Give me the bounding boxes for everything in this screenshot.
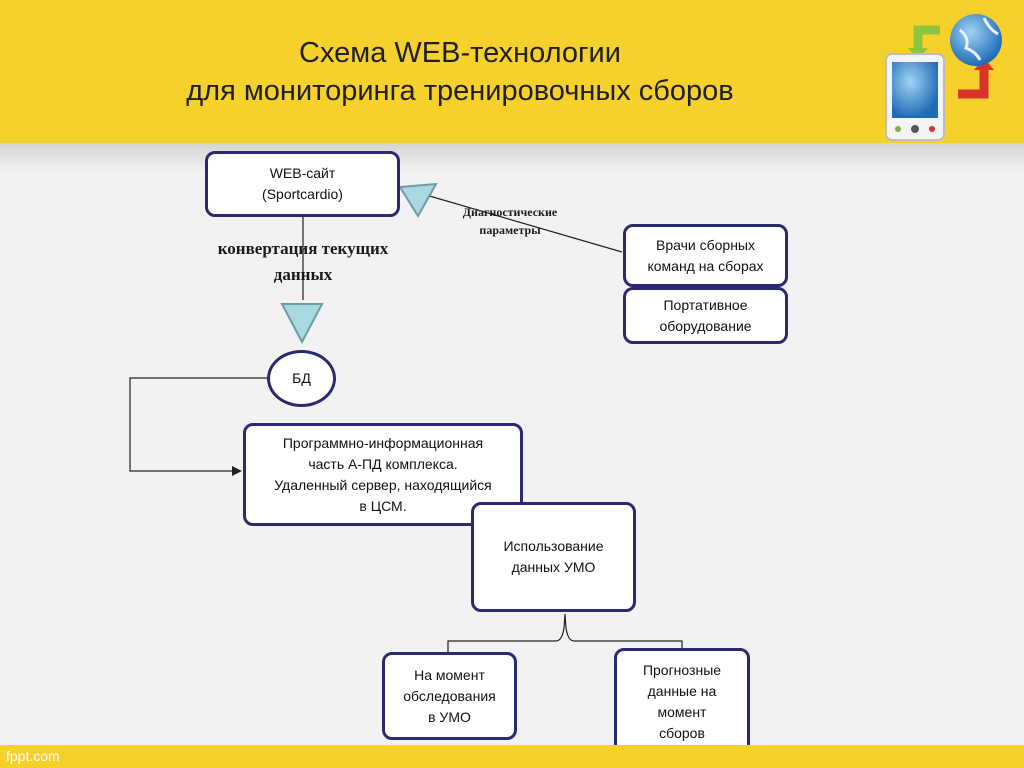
usage-line-2: данных УМО [511,559,596,575]
globe-device-icon [885,14,1002,141]
footer-brand: fppt.com [6,748,60,764]
down-arrow [280,303,324,345]
server-line-3: Удаленный сервер, находящийся [274,476,492,493]
header-shadow [0,143,1024,173]
diag-line-2: параметры [479,223,541,237]
at-moment-box: На момент обследования в УМО [382,652,517,740]
conversion-line-1: конвертация текущих [217,239,389,258]
forecast-line-1: Прогнозные [642,661,722,678]
title-line-2: для мониторинга тренировочных сборов [186,75,734,107]
bracket-connector [447,613,683,652]
server-line-4: в ЦСМ. [359,497,407,514]
server-line-2: часть А-ПД комплекса. [308,455,458,472]
doctors-line-2: команд на сборах [647,257,764,274]
at-moment-line-2: обследования [403,687,496,704]
forecast-line-3: момент [657,703,707,720]
footer-band [0,745,1024,768]
forecast-box: Прогнозные данные на момент сборов [614,648,750,755]
server-box: Программно-информационная часть А-ПД ком… [243,423,523,526]
diagnostic-params-label: Диагностические параметры [440,203,580,239]
portable-line-1: Портативное [663,296,748,313]
header-band [0,0,1024,143]
forecast-line-4: сборов [659,724,705,741]
diag-line-1: Диагностические [462,205,558,219]
web-site-line-1: WEB-сайт [269,165,336,181]
doctors-line-1: Врачи сборных [656,236,755,253]
web-site-line-2: (Sportcardio) [262,186,343,202]
server-arrow-head [232,466,242,476]
at-moment-line-3: в УМО [428,708,471,725]
conversion-line-2: данных [273,265,333,284]
server-line-1: Программно-информационная [282,434,484,451]
forecast-line-2: данные на [647,682,717,699]
portable-equipment-box: Портативное оборудование [623,287,788,344]
web-site-box: WEB-сайт (Sportcardio) [205,151,400,217]
at-moment-line-1: На момент [414,666,485,683]
slide-title: Схема WEB-технологии для мониторинга тре… [60,34,860,110]
doctors-box: Врачи сборных команд на сборах [623,224,788,287]
title-line-1: Схема WEB-технологии [299,37,621,69]
usage-box: Использование данных УМО [471,502,636,612]
usage-line-1: Использование [503,538,604,554]
connector-doctors-to-web [401,187,623,253]
db-label: БД [292,370,311,386]
portable-line-2: оборудование [659,317,752,334]
connector-db-to-server [129,377,268,472]
conversion-label: конвертация текущих данных [190,236,416,288]
left-arrow [398,182,438,218]
db-node: БД [267,350,336,407]
